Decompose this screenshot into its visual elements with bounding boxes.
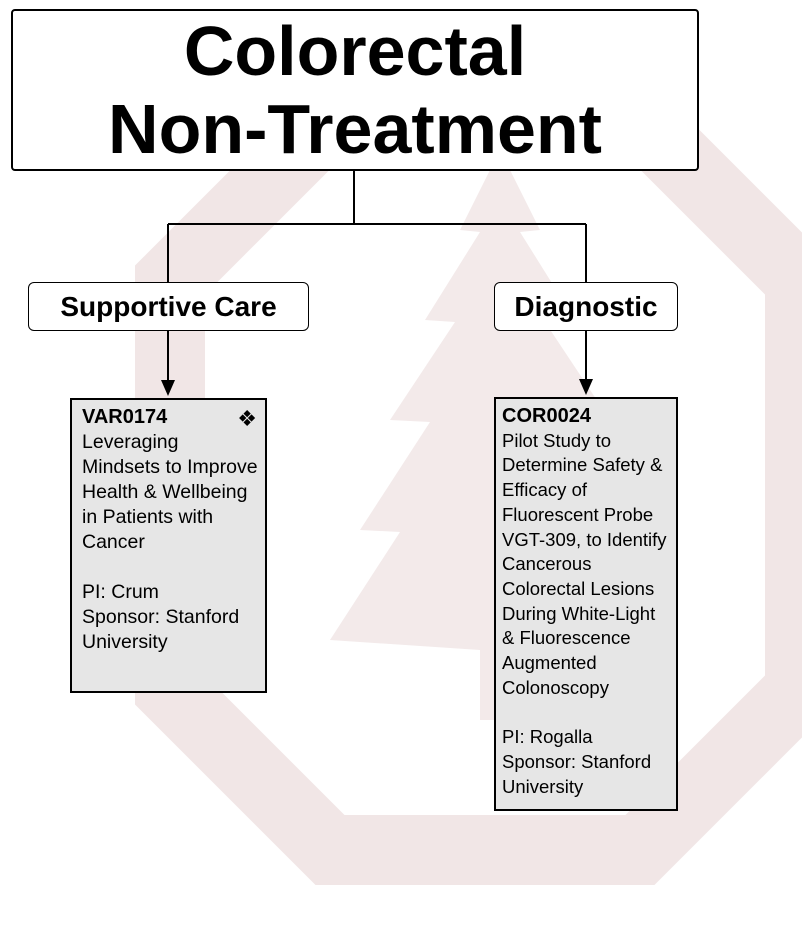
category-diagnostic: Diagnostic bbox=[494, 282, 678, 331]
title-line-1: Colorectal bbox=[183, 12, 527, 90]
chart-title-box: Colorectal Non-Treatment bbox=[11, 9, 699, 171]
trial-pi: PI: Rogalla bbox=[502, 726, 593, 748]
trial-meta: PI: Rogalla Sponsor: Stanford University bbox=[502, 725, 670, 799]
trial-title: Pilot Study to Determine Safety & Effica… bbox=[502, 429, 667, 698]
category-supportive-care: Supportive Care bbox=[28, 282, 309, 331]
title-line-2: Non-Treatment bbox=[108, 90, 602, 168]
category-label: Diagnostic bbox=[514, 290, 658, 322]
trial-pi: PI: Crum bbox=[82, 581, 159, 603]
trial-title: Leveraging Mindsets to Improve Health & … bbox=[82, 431, 258, 553]
diamond-flag-icon: ❖ bbox=[237, 406, 257, 431]
trial-id: COR0024 bbox=[502, 405, 591, 427]
trial-sponsor: Sponsor: Stanford University bbox=[82, 606, 240, 653]
trial-meta: PI: Crum Sponsor: Stanford University bbox=[82, 580, 259, 655]
category-label: Supportive Care bbox=[60, 290, 277, 322]
trial-card-cor0024: COR0024 Pilot Study to Determine Safety … bbox=[494, 397, 678, 811]
trial-card-var0174: ❖ VAR0174 Leveraging Mindsets to Improve… bbox=[70, 398, 267, 693]
trial-sponsor: Sponsor: Stanford University bbox=[502, 751, 652, 797]
trial-id: VAR0174 bbox=[82, 406, 168, 428]
